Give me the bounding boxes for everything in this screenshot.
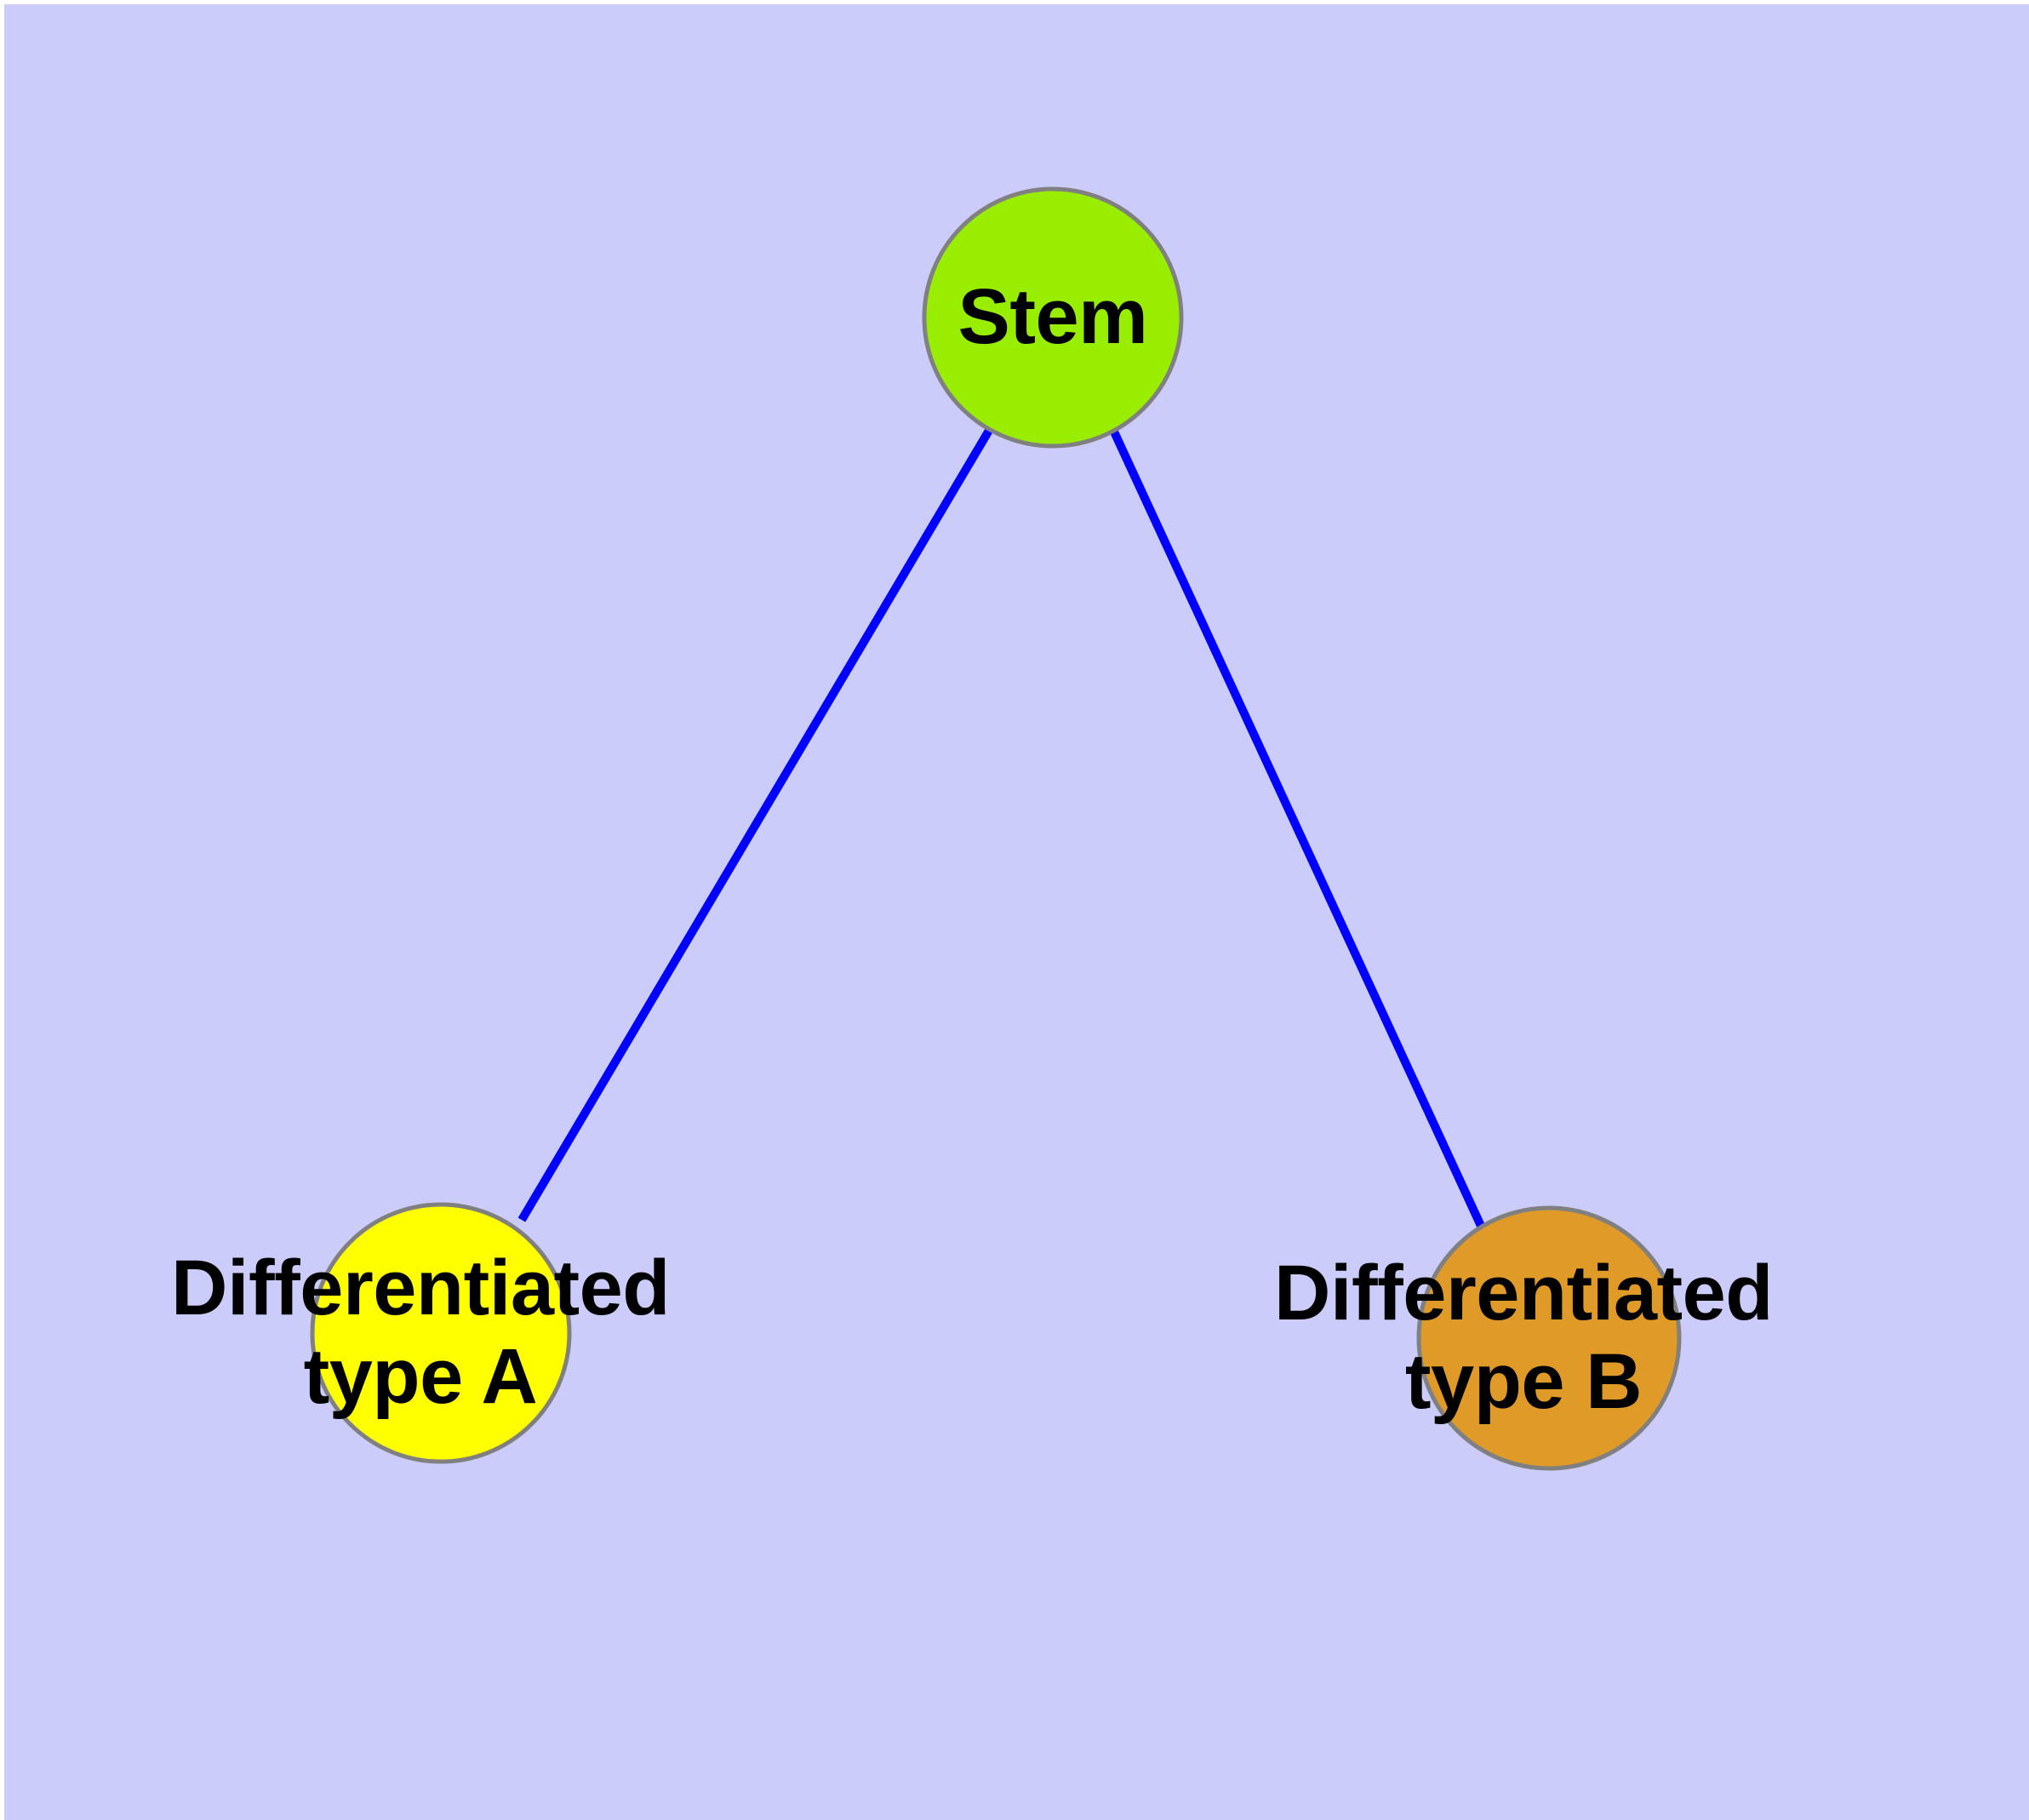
graph-edge-stem-diff_a[interactable]: [517, 426, 994, 1222]
graph-node-diff_a[interactable]: [310, 1202, 572, 1464]
edges-group: [517, 426, 1485, 1228]
graph-node-stem[interactable]: [922, 186, 1184, 449]
graph-edge-stem-diff_b[interactable]: [1109, 427, 1485, 1228]
nodes-group: [310, 186, 1682, 1471]
graph-node-diff_b[interactable]: [1416, 1205, 1682, 1471]
